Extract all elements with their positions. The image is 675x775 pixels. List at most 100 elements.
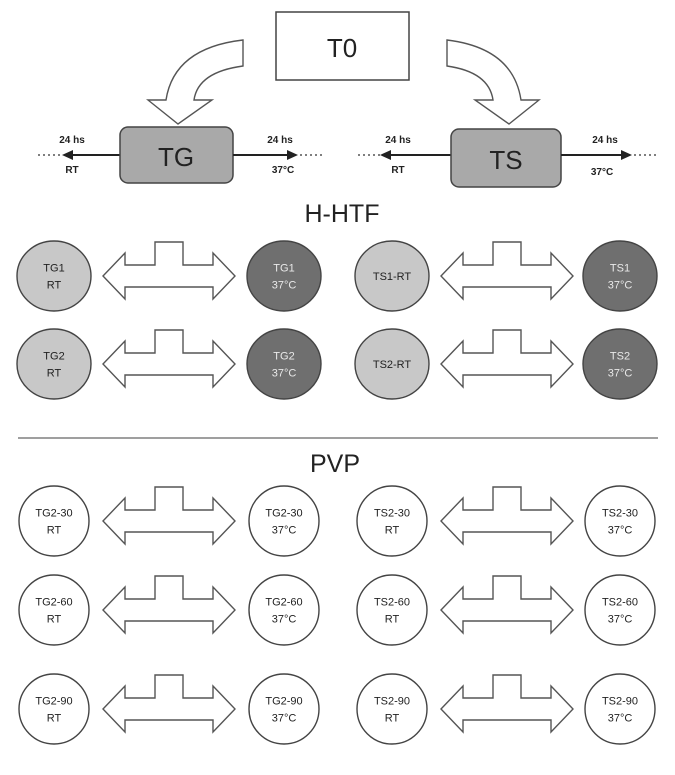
h-htf-r2-c2-right-circle-text-2: 37°C <box>608 368 633 380</box>
pvp-r2-c1-right-circle-text-2: 37°C <box>272 614 297 626</box>
h-htf-r2-c2-left-circle-text-1: TS2-RT <box>373 359 412 371</box>
pvp-r1-c1-right-circle-shape <box>248 485 320 557</box>
h-htf-r1-c2-left-circle-shape <box>354 240 430 312</box>
ts-label: TS <box>489 145 522 175</box>
pvp-r2-c1-left-circle-text-1: TG2-60 <box>35 597 72 609</box>
pvp-r3-c1-right-circle-text-1: TG2-90 <box>265 696 302 708</box>
pvp-r3-c2-right-circle-text-2: 37°C <box>608 713 633 725</box>
curved-arrow-left-icon <box>146 39 244 125</box>
pvp-r2-c1-right-circle-shape <box>248 574 320 646</box>
h-htf-r1-c1-left-circle-text-2: RT <box>47 280 62 292</box>
pvp-r2-c2-right-circle-text-2: 37°C <box>608 614 633 626</box>
tg-left-arrowhead-icon <box>62 150 73 160</box>
pvp-r2-c1-right-circle-text-1: TG2-60 <box>265 597 302 609</box>
ts-left-time: 24 hs <box>385 135 411 146</box>
h-htf-r1-c1-right-circle-shape <box>246 240 322 312</box>
h-htf-r1-c2-right-circle-shape <box>582 240 658 312</box>
pvp-r3-c2-right-circle-text-1: TS2-90 <box>602 696 638 708</box>
h-htf-r2-c1-left-circle-text-1: TG2 <box>43 351 64 363</box>
pvp-r3-c2-double-arrow-icon <box>440 674 574 734</box>
tg-right-arrowhead-icon <box>287 150 298 160</box>
pvp-r2-c2-left-circle-text-2: RT <box>385 614 400 626</box>
tg-label: TG <box>158 142 194 172</box>
h-htf-r2-c1-right-circle-text-2: 37°C <box>272 368 297 380</box>
h-htf-r2-c1-right-circle: TG2 37°C <box>246 328 322 400</box>
h-htf-r1-c1-double-arrow-icon <box>102 241 236 301</box>
pvp-r1-c2-right-circle-shape <box>584 485 656 557</box>
h-htf-r2-c2-double-arrow-icon <box>440 329 574 389</box>
pvp-r2-c2-right-circle-text-1: TS2-60 <box>602 597 638 609</box>
h-htf-r1-c2-left-circle: TS1-RT <box>354 240 430 312</box>
pvp-r3-c2-left-circle-text-2: RT <box>385 713 400 725</box>
pvp-r2-c1-left-circle-text-2: RT <box>47 614 62 626</box>
pvp-r3-c1-double-arrow-icon <box>102 674 236 734</box>
pvp-r2-c1-right-circle: TG2-60 37°C <box>248 574 320 646</box>
ts-left-arrowhead-icon <box>380 150 391 160</box>
comparison-rows: TG1RTTG137°CTS1-RTTS137°CTG2RTTG237°CTS2… <box>16 240 658 745</box>
tg-left-cond: RT <box>65 165 78 176</box>
pvp-r2-c1-left-circle-shape <box>18 574 90 646</box>
pvp-r2-c2-left-circle-text-1: TS2-60 <box>374 597 410 609</box>
pvp-r1-c2-left-circle-text-2: RT <box>385 525 400 537</box>
pvp-r3-c1-left-circle-text-2: RT <box>47 713 62 725</box>
pvp-r1-c2-right-circle-text-1: TS2-30 <box>602 508 638 520</box>
ts-right-cond: 37°C <box>591 167 613 178</box>
ts-left-cond: RT <box>391 165 404 176</box>
pvp-r3-c1-right-circle-shape <box>248 673 320 745</box>
h-htf-r1-c1-right-circle-text-1: TG1 <box>273 263 294 275</box>
t0-box <box>275 11 410 81</box>
h-htf-r2-c2-left-circle: TS2-RT <box>354 328 430 400</box>
h-htf-r2-c1-right-circle-text-1: TG2 <box>273 351 294 363</box>
pvp-r2-c2-right-circle-shape <box>584 574 656 646</box>
curved-arrow-right-icon <box>446 39 541 125</box>
pvp-r3-c1-right-circle: TG2-90 37°C <box>248 673 320 745</box>
section-title-hhtf: H-HTF <box>305 200 380 228</box>
t0-label: T0 <box>327 33 357 63</box>
pvp-r1-c2-double-arrow-icon <box>440 486 574 546</box>
pvp-r1-c2-left-circle-shape <box>356 485 428 557</box>
pvp-r3-c2-right-circle-shape <box>584 673 656 745</box>
pvp-r2-c1-double-arrow-icon <box>102 575 236 635</box>
pvp-r2-c2-right-circle: TS2-60 37°C <box>584 574 656 646</box>
tg-branch: 24 hs RT TG 24 hs 37°C <box>38 126 322 184</box>
h-htf-r1-c1-right-circle: TG1 37°C <box>246 240 322 312</box>
pvp-r1-c1-left-circle-text-1: TG2-30 <box>35 508 72 520</box>
h-htf-r1-c2-left-circle-text-1: TS1-RT <box>373 271 412 283</box>
ts-box <box>450 128 562 188</box>
h-htf-r1-c1-right-circle-text-2: 37°C <box>272 280 297 292</box>
h-htf-r1-c2-right-circle-text-2: 37°C <box>608 280 633 292</box>
pvp-r3-c2-left-circle-text-1: TS2-90 <box>374 696 410 708</box>
h-htf-r2-c1-left-circle-text-2: RT <box>47 368 62 380</box>
pvp-r3-c1-right-circle-text-2: 37°C <box>272 713 297 725</box>
pvp-r1-c1-right-circle-text-2: 37°C <box>272 525 297 537</box>
pvp-r1-c2-right-circle-text-2: 37°C <box>608 525 633 537</box>
tg-left-time: 24 hs <box>59 135 85 146</box>
h-htf-r2-c1-left-circle-shape <box>16 328 92 400</box>
pvp-r3-c2-left-circle-shape <box>356 673 428 745</box>
pvp-r1-c1-left-circle-shape <box>18 485 90 557</box>
pvp-r3-c1-left-circle-shape <box>18 673 90 745</box>
pvp-r1-c1-left-circle-text-2: RT <box>47 525 62 537</box>
ts-branch: 24 hs RT TS 24 hs 37°C <box>358 128 656 188</box>
pvp-r3-c1-left-circle-text-1: TG2-90 <box>35 696 72 708</box>
pvp-r1-c1-double-arrow-icon <box>102 486 236 546</box>
h-htf-r2-c2-left-circle-shape <box>354 328 430 400</box>
tg-right-cond: 37°C <box>272 165 294 176</box>
h-htf-r1-c1-left-circle-text-1: TG1 <box>43 263 64 275</box>
pvp-r1-c2-right-circle: TS2-30 37°C <box>584 485 656 557</box>
h-htf-r2-c2-right-circle-shape <box>582 328 658 400</box>
tg-right-time: 24 hs <box>267 135 293 146</box>
ts-right-arrowhead-icon <box>621 150 632 160</box>
h-htf-r2-c2-right-circle-text-1: TS2 <box>610 351 630 363</box>
